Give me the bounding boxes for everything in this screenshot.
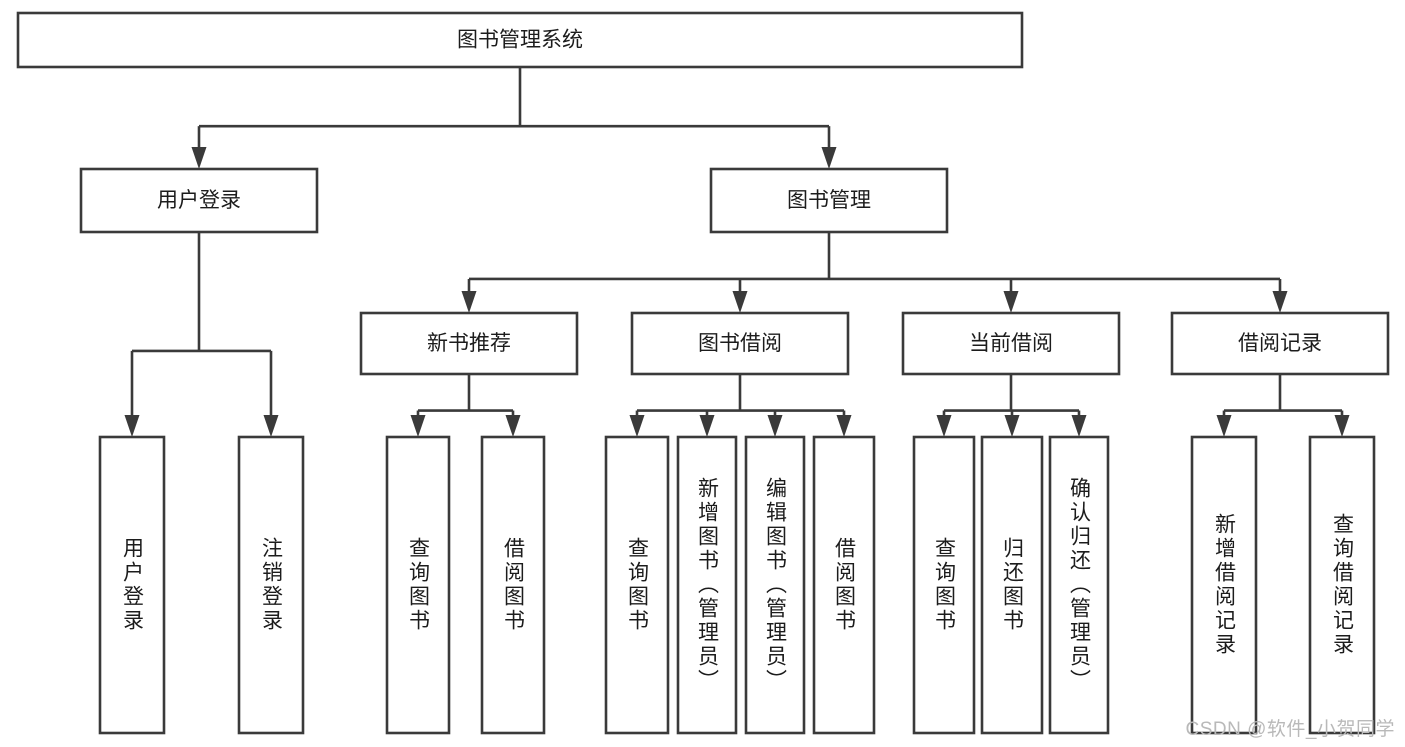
arrow-head-icon — [1003, 291, 1019, 313]
arrow-head-icon — [505, 415, 521, 437]
arrow-head-icon — [461, 291, 477, 313]
arrow-head-icon — [410, 415, 426, 437]
arrow-head-icon — [1216, 415, 1232, 437]
node-leaf-add-book[interactable] — [676, 435, 738, 735]
node-current-borrow[interactable]: 当前借阅 — [901, 311, 1121, 376]
node-box-rect — [98, 435, 166, 735]
node-label: 图书管理系统 — [457, 29, 583, 52]
node-box-rect — [385, 435, 451, 735]
node-box-rect — [744, 435, 806, 735]
arrow-head-icon — [1334, 415, 1350, 437]
arrow-head-icon — [191, 147, 207, 169]
arrow-head-icon — [699, 415, 715, 437]
node-box-rect — [79, 167, 319, 234]
arrow-head-icon — [263, 415, 279, 437]
node-box-rect — [604, 435, 670, 735]
node-box-rect — [237, 435, 305, 735]
arrow-head-icon — [1071, 415, 1087, 437]
node-leaf-return-book[interactable] — [980, 435, 1044, 735]
node-leaf-query-borrow-record[interactable] — [1308, 435, 1376, 735]
node-leaf-add-borrow-record[interactable] — [1190, 435, 1258, 735]
node-leaf-query-book-3[interactable] — [912, 435, 976, 735]
node-root[interactable]: 图书管理系统 — [16, 11, 1024, 69]
node-book-management[interactable]: 图书管理 — [709, 167, 949, 234]
arrow-head-icon — [732, 291, 748, 313]
arrow-head-icon — [836, 415, 852, 437]
node-leaf-query-book-1[interactable] — [385, 435, 451, 735]
node-box-rect — [1170, 311, 1390, 376]
node-label: 借阅记录 — [1238, 332, 1322, 355]
node-box-rect — [676, 435, 738, 735]
node-box-rect — [16, 11, 1024, 69]
node-leaf-edit-book[interactable] — [744, 435, 806, 735]
arrow-head-icon — [629, 415, 645, 437]
node-box-rect — [1308, 435, 1376, 735]
arrow-head-icon — [124, 415, 140, 437]
node-book-borrow[interactable]: 图书借阅 — [630, 311, 850, 376]
node-label: 用户登录 — [157, 189, 241, 212]
node-label: 新书推荐 — [427, 332, 511, 355]
node-leaf-borrow-book-2[interactable] — [812, 435, 876, 735]
watermark-text: CSDN @软件_小贺同学 — [1185, 719, 1395, 740]
arrow-head-icon — [1272, 291, 1288, 313]
node-box-rect — [709, 167, 949, 234]
node-box-rect — [1190, 435, 1258, 735]
node-box-rect — [980, 435, 1044, 735]
node-box-rect — [359, 311, 579, 376]
node-label: 图书借阅 — [698, 332, 782, 355]
node-borrow-record[interactable]: 借阅记录 — [1170, 311, 1390, 376]
node-box-rect — [812, 435, 876, 735]
arrow-head-icon — [936, 415, 952, 437]
node-leaf-query-book-2[interactable] — [604, 435, 670, 735]
node-user-login[interactable]: 用户登录 — [79, 167, 319, 234]
connectors-layer — [124, 67, 1350, 437]
node-label: 当前借阅 — [969, 332, 1053, 355]
node-box-rect — [480, 435, 546, 735]
node-new-book-recommend[interactable]: 新书推荐 — [359, 311, 579, 376]
arrow-head-icon — [821, 147, 837, 169]
node-leaf-borrow-book-1[interactable] — [480, 435, 546, 735]
arrow-head-icon — [1004, 415, 1020, 437]
node-box-rect — [630, 311, 850, 376]
node-label: 图书管理 — [787, 189, 871, 212]
node-leaf-user-login[interactable] — [98, 435, 166, 735]
node-box-rect — [912, 435, 976, 735]
node-leaf-confirm-return[interactable] — [1048, 435, 1110, 735]
arrow-head-icon — [767, 415, 783, 437]
node-leaf-user-logout[interactable] — [237, 435, 305, 735]
node-box-rect — [1048, 435, 1110, 735]
node-box-rect — [901, 311, 1121, 376]
